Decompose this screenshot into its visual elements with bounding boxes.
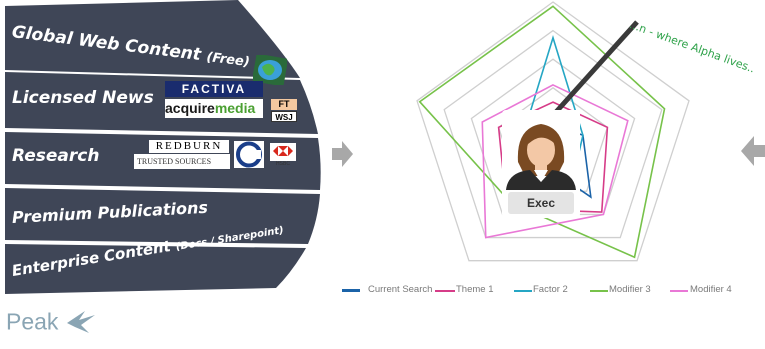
legend-swatch-modifier-3 [590,290,608,292]
legend-current-search-text: Current Search [368,284,433,295]
legend-theme-1-text: Theme 1 [456,284,494,295]
right-arrow-icon [332,141,353,167]
peak-logo: Peak [6,307,97,343]
band-global-web [5,0,300,78]
legend-theme-1: Theme 1 [456,284,494,295]
exec-label: Exec [526,196,556,210]
radar-series-modifier-4 [481,84,629,239]
legend-swatch-theme-1 [435,290,455,292]
legend-current-search: Current Search [368,284,432,295]
trusted-sources-text: TRUSTED SOURCES [137,157,212,166]
radar-ring-1 [416,1,690,262]
factiva-logo: FACTIVA [165,81,263,97]
wsj-logo: WSJ [271,111,297,122]
ft-text: FT [278,99,290,109]
band-research-text: Research [12,146,100,166]
band-label-research: Research [12,146,99,166]
radar-series-modifier-3 [418,5,666,259]
acquire-text: acquire [165,100,215,116]
legend-modifier-4-text: Modifier 4 [690,284,732,295]
band-premium [5,188,320,244]
acquiremedia-logo: acquiremedia [165,99,263,118]
legend-modifier-3-text: Modifier 3 [609,284,651,295]
wsj-text: WSJ [275,113,293,122]
hsbc-logo: HSBC [270,143,296,167]
peak-logo-text: Peak [6,308,59,335]
legend-modifier-3: Modifier 3 [609,284,651,295]
radar-ring-2 [443,29,663,239]
legend-swatch-current-search [342,289,360,292]
trusted-sources-logo: TRUSTED SOURCES [134,154,230,169]
band-licensed-news-text: Licensed News [12,88,154,108]
media-text: media [214,100,256,116]
redburn-text: REDBURN [155,140,223,152]
callout-pointer [554,20,639,114]
legend-factor-2: Factor 2 [533,284,568,295]
person-icon [506,124,576,190]
legend-swatch-modifier-4 [670,290,688,292]
band-enterprise [5,244,306,294]
legend-swatch-factor-2 [514,290,532,292]
double-arrow-icon [741,136,765,166]
legend-modifier-4: Modifier 4 [690,284,732,295]
globe-icon [253,55,287,85]
band-label-licensed-news: Licensed News [12,88,154,108]
ft-logo: FT [271,99,297,110]
factiva-text: FACTIVA [181,82,247,96]
peak-bird-icon [66,311,95,333]
hsbc-hexagon-icon [273,146,293,156]
crest-icon [234,141,264,168]
exec-avatar: Exec [502,110,580,218]
hsbc-text: HSBC [276,161,290,167]
exec-label-box: Exec [508,192,574,214]
legend-factor-2-text: Factor 2 [533,284,568,295]
redburn-logo: REDBURN [149,140,229,153]
